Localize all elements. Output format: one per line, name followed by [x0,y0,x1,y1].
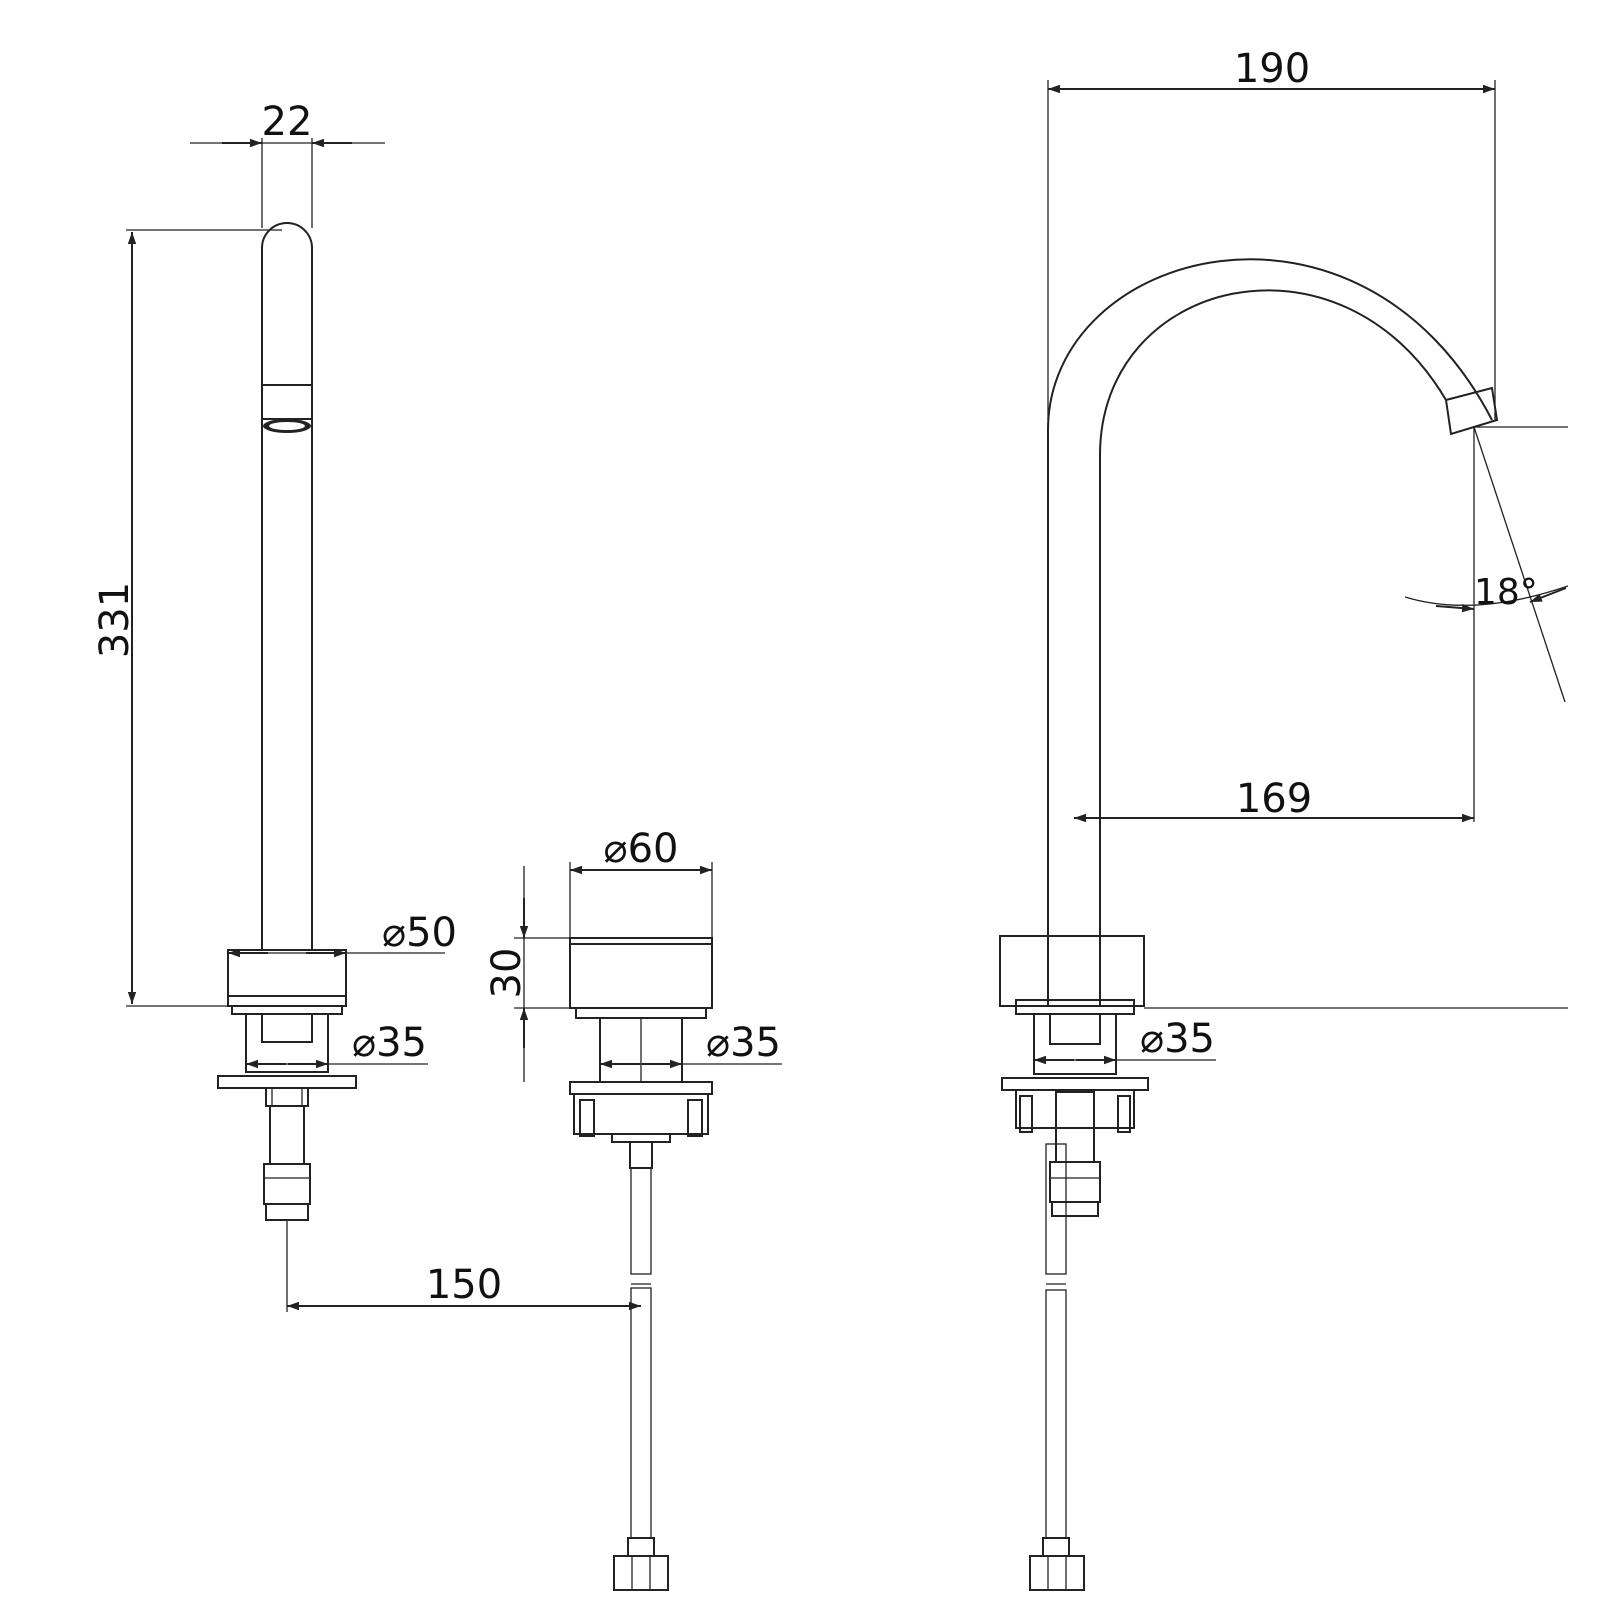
handle-fixing-plate [569,1081,713,1095]
gooseneck-outlet [1444,386,1499,436]
aerator [261,384,313,420]
dim-handle-height: 30 [484,948,530,999]
dim-center-distance: 150 [426,1262,502,1308]
spout-front-view: 22 331 ⌀50 ⌀35 [92,99,457,1221]
spout-connector-nut [263,1163,311,1205]
dim-spout-base-diameter: ⌀50 [382,910,457,956]
dim-spout-height: 331 [92,582,138,658]
gooseneck-outer [1047,258,1493,1005]
handle-hose-nut [613,1555,669,1591]
dim-spout-width: 22 [262,99,313,145]
spout-tube [261,222,313,950]
spout-base [227,949,347,1007]
side-connector-nut [1049,1161,1101,1203]
handle-view: ⌀60 30 ⌀35 150 [286,826,782,1591]
dim-handle-shank-diameter: ⌀35 [706,1020,781,1066]
side-hose [1045,1143,1067,1275]
fixing-plate [217,1075,357,1089]
spout-side-view: 190 18° 169 ⌀35 [999,46,1569,1591]
dim-spout-reach-outlet: 169 [1236,776,1312,822]
dim-side-shank-diameter: ⌀35 [1140,1016,1215,1062]
side-hose-nut [1029,1555,1085,1591]
dim-spout-reach-total: 190 [1234,46,1310,92]
side-bracket [1015,1089,1135,1129]
dim-outlet-angle: 18° [1474,572,1538,613]
dim-spout-shank-diameter: ⌀35 [352,1020,427,1066]
dim-handle-diameter: ⌀60 [604,826,679,872]
side-base [999,935,1145,1007]
handle-body [569,937,713,1009]
handle-hose [630,1167,652,1275]
gooseneck-inner [1099,289,1447,1005]
